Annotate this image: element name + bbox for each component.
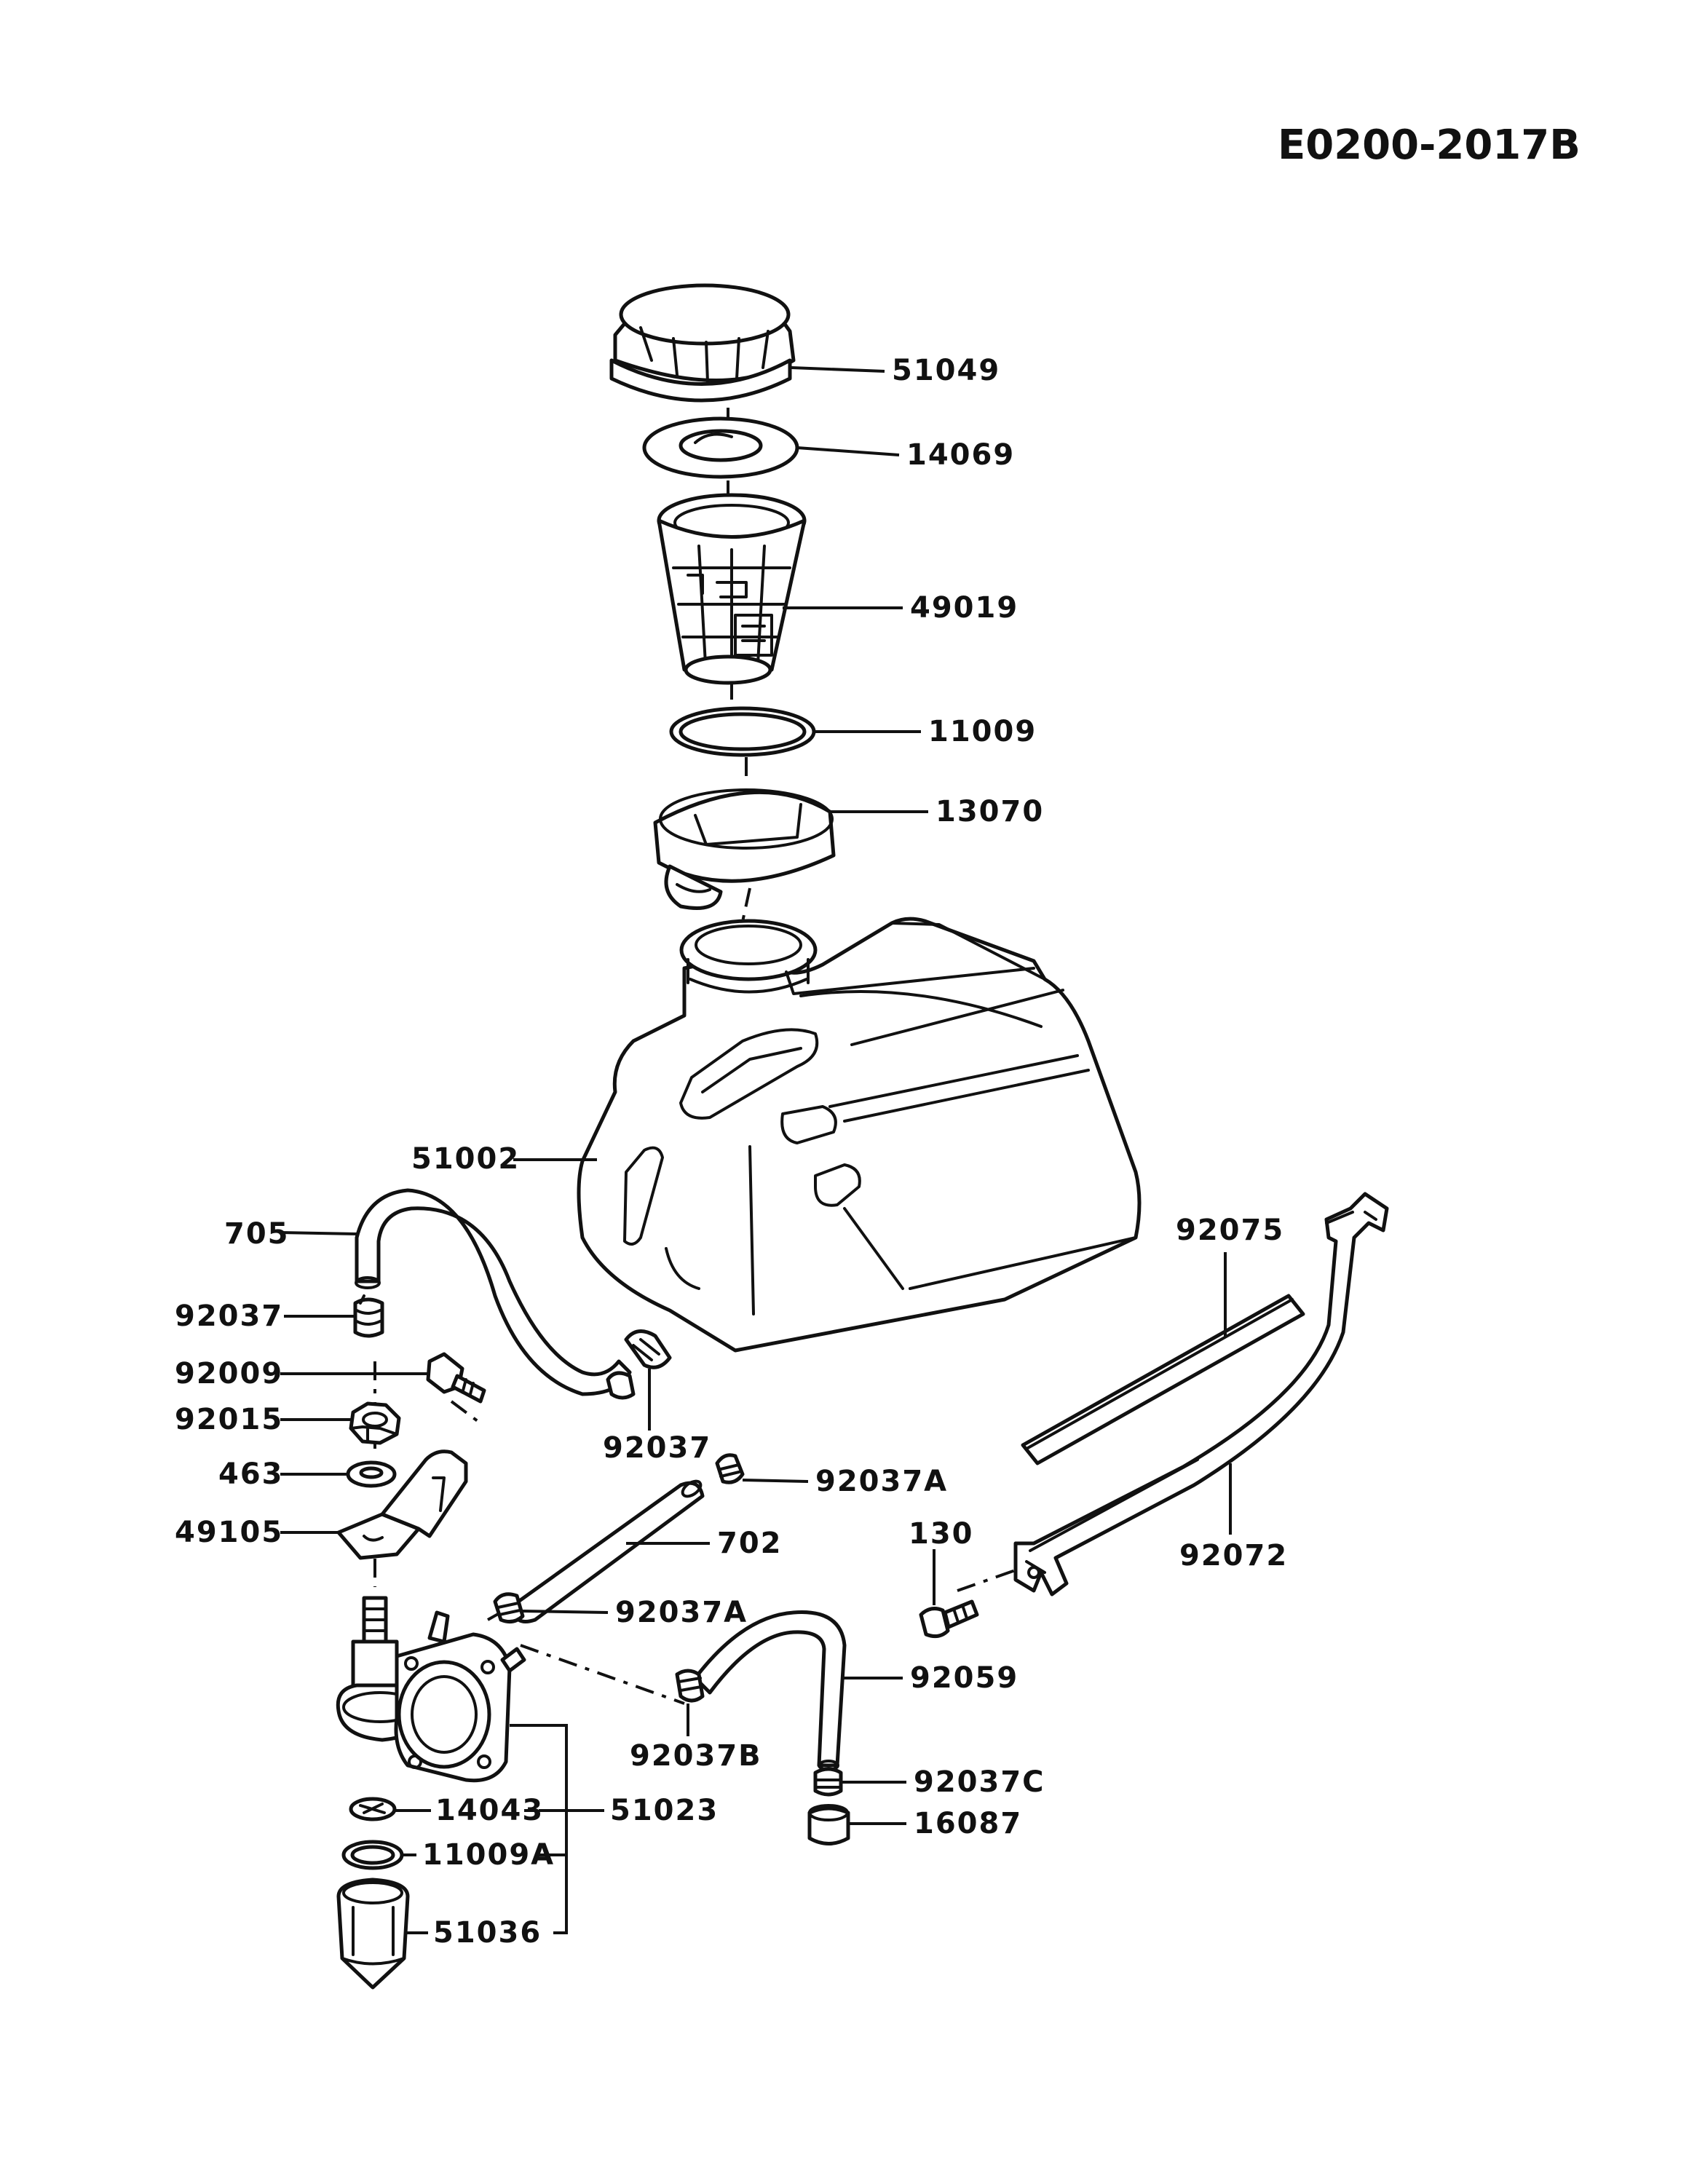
- fuel-pump: [336, 1596, 526, 1783]
- hose-end-cap: [807, 1804, 850, 1845]
- hose-clamp-upper: [353, 1294, 384, 1338]
- label-11009A: 11009A: [422, 1838, 555, 1872]
- tank-pad: [1021, 1294, 1305, 1465]
- hose-clamp-92037b: [675, 1669, 705, 1703]
- label-14043: 14043: [435, 1794, 544, 1827]
- hose-clamp-702-lower: [493, 1592, 525, 1624]
- filler-collar: [653, 788, 836, 910]
- label-16087: 16087: [914, 1807, 1022, 1840]
- label-92037A-lower: 92037A: [615, 1596, 748, 1629]
- label-92037A-upper: 92037A: [815, 1465, 948, 1498]
- washer: [346, 1460, 397, 1488]
- label-92037-tank: 92037: [603, 1431, 711, 1465]
- pump-bracket: [336, 1449, 468, 1560]
- pump-gasket: [349, 1797, 397, 1821]
- label-705: 705: [224, 1217, 290, 1251]
- label-92037C: 92037C: [914, 1765, 1045, 1799]
- label-92015: 92015: [175, 1403, 283, 1436]
- label-49019: 49019: [910, 591, 1018, 625]
- label-92009: 92009: [175, 1357, 283, 1390]
- label-130: 130: [909, 1517, 974, 1551]
- vent-hose: [355, 1188, 632, 1396]
- label-51036: 51036: [433, 1916, 542, 1950]
- label-51023: 51023: [610, 1794, 719, 1827]
- diagram-code: E0200-2017B: [1278, 122, 1581, 169]
- cap-gasket: [642, 416, 799, 479]
- label-92059: 92059: [910, 1661, 1018, 1695]
- label-14069: 14069: [906, 438, 1015, 472]
- hex-nut: [349, 1401, 401, 1445]
- hose-clamp-tank: [606, 1329, 672, 1400]
- label-49105: 49105: [175, 1516, 283, 1549]
- o-ring: [341, 1840, 404, 1870]
- tank-band: [1013, 1192, 1389, 1597]
- fuel-tank: [577, 917, 1142, 1353]
- seal-ring: [669, 706, 816, 757]
- label-463: 463: [218, 1457, 284, 1491]
- label-92072: 92072: [1179, 1539, 1288, 1572]
- hose-clamp-92037c: [813, 1767, 843, 1797]
- label-51049: 51049: [892, 354, 1000, 387]
- label-702: 702: [717, 1527, 783, 1560]
- label-92075: 92075: [1176, 1214, 1284, 1247]
- band-bolt: [919, 1599, 979, 1639]
- sediment-cup: [336, 1878, 410, 1990]
- label-92037B: 92037B: [630, 1739, 762, 1773]
- label-51002: 51002: [411, 1142, 520, 1176]
- hose-clamp-702-upper: [715, 1453, 745, 1484]
- stud-bolt: [426, 1352, 486, 1404]
- label-92037-upper: 92037: [175, 1299, 283, 1333]
- fuel-cap: [609, 283, 796, 403]
- fuel-strainer: [657, 493, 807, 685]
- label-11009: 11009: [928, 715, 1037, 748]
- label-13070: 13070: [936, 795, 1044, 828]
